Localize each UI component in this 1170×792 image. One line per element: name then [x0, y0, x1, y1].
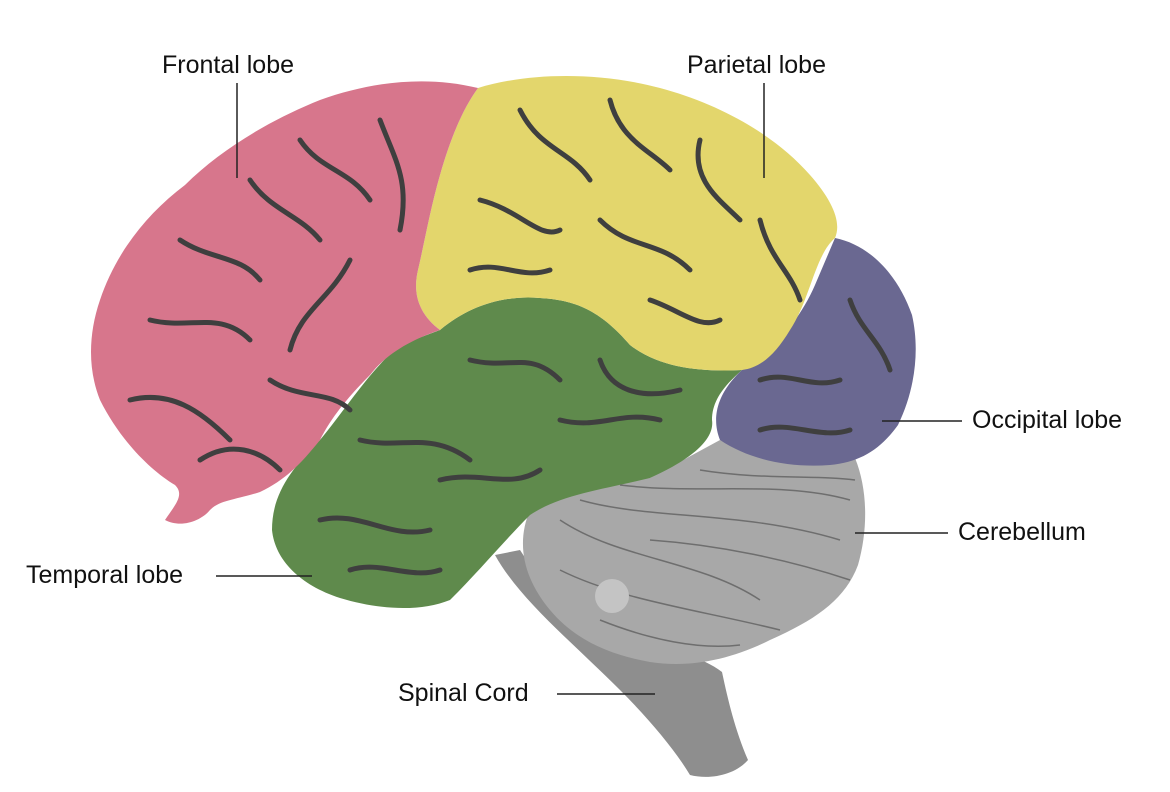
spinal-cord-label: Spinal Cord [398, 679, 529, 707]
cerebellum-label: Cerebellum [958, 518, 1086, 546]
occipital-lobe-label: Occipital lobe [972, 406, 1123, 434]
occipital-lobe-region [716, 238, 916, 466]
leader-lines [216, 83, 962, 695]
pons-mark [595, 579, 629, 613]
parietal-lobe-region [416, 76, 838, 371]
sulci-lines [127, 97, 893, 576]
frontal-lobe-label: Frontal lobe [162, 51, 295, 79]
parietal-lobe-label: Parietal lobe [687, 51, 826, 79]
cerebellum-folia [559, 469, 856, 648]
temporal-lobe-label: Temporal lobe [26, 561, 184, 589]
frontal-lobe-region [91, 81, 478, 524]
